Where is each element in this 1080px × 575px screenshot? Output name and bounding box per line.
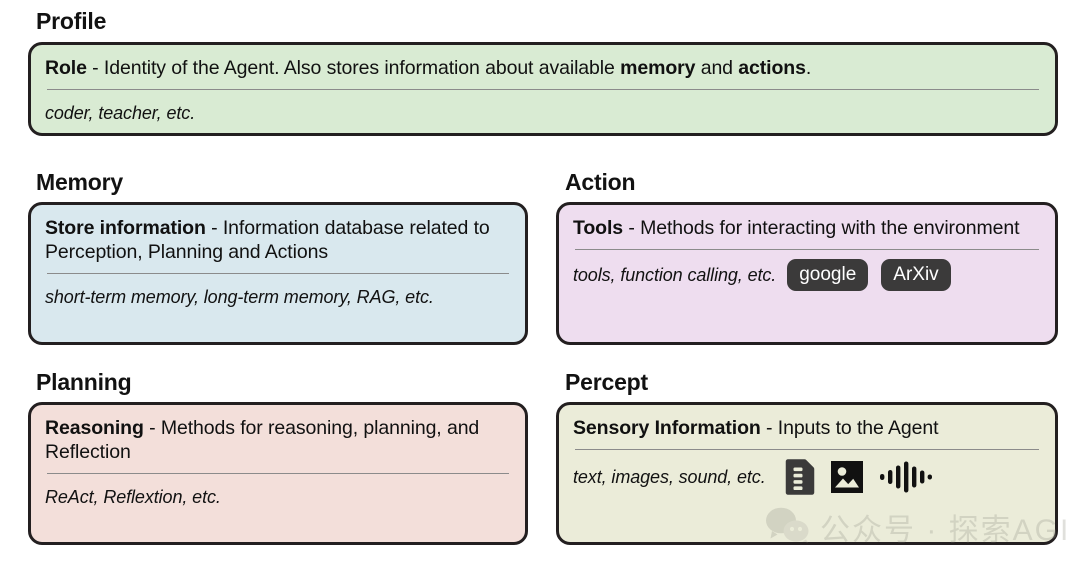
- section-heading-action: Action: [565, 169, 636, 195]
- card-action-footer: tools, function calling, etc. google ArX…: [573, 259, 1041, 292]
- card-memory-divider: [47, 273, 509, 275]
- card-planning-separator: -: [143, 417, 161, 439]
- card-memory: Store information - Information database…: [28, 202, 528, 345]
- card-memory-separator: -: [205, 217, 223, 239]
- card-planning-footer: ReAct, Reflextion, etc.: [45, 483, 511, 511]
- card-planning-text: Methods for reasoning, planning, and Ref…: [45, 417, 480, 464]
- section-heading-percept: Percept: [565, 369, 648, 395]
- card-memory-description: Store information - Information database…: [45, 216, 511, 264]
- card-profile-text-1: Identity of the Agent. Also stores infor…: [103, 57, 621, 79]
- card-percept-separator: -: [760, 417, 778, 439]
- card-memory-examples: short-term memory, long-term memory, RAG…: [45, 286, 434, 307]
- card-planning-term: Reasoning: [45, 417, 144, 439]
- card-action-term: Tools: [573, 217, 624, 239]
- percept-icon-row: [785, 459, 933, 495]
- card-action-divider: [575, 249, 1039, 251]
- card-profile-examples: coder, teacher, etc.: [45, 102, 196, 123]
- card-memory-footer: short-term memory, long-term memory, RAG…: [45, 283, 511, 311]
- audio-waveform-icon: [879, 460, 933, 494]
- card-profile-description: Role - Identity of the Agent. Also store…: [45, 56, 1041, 80]
- card-memory-text: Information database related to Percepti…: [45, 217, 490, 264]
- card-percept-text: Inputs to the Agent: [777, 417, 939, 439]
- tool-pill-arxiv[interactable]: ArXiv: [881, 259, 951, 292]
- section-heading-memory: Memory: [36, 169, 123, 195]
- card-profile-text-3: .: [805, 57, 812, 79]
- tool-pill-google[interactable]: google: [787, 259, 869, 292]
- card-action-text: Methods for interacting with the environ…: [640, 217, 1020, 239]
- card-profile-footer: coder, teacher, etc.: [45, 99, 1041, 127]
- card-profile-bold-actions: actions: [738, 57, 806, 79]
- card-action-examples: tools, function calling, etc.: [573, 264, 777, 285]
- card-profile: Role - Identity of the Agent. Also store…: [28, 42, 1058, 136]
- card-percept-term: Sensory Information: [573, 417, 761, 439]
- card-planning-examples: ReAct, Reflextion, etc.: [45, 486, 221, 507]
- card-percept-description: Sensory Information - Inputs to the Agen…: [573, 416, 1041, 440]
- card-action-description: Tools - Methods for interacting with the…: [573, 216, 1041, 240]
- card-percept-divider: [575, 449, 1039, 451]
- card-action: Tools - Methods for interacting with the…: [556, 202, 1058, 345]
- card-profile-bold-memory: memory: [620, 57, 696, 79]
- card-planning-description: Reasoning - Methods for reasoning, plann…: [45, 416, 511, 464]
- card-profile-divider: [47, 89, 1039, 91]
- card-profile-term: Role: [45, 57, 87, 79]
- section-heading-planning: Planning: [36, 369, 132, 395]
- card-memory-term: Store information: [45, 217, 206, 239]
- card-action-separator: -: [623, 217, 641, 239]
- section-heading-profile: Profile: [36, 8, 107, 34]
- card-percept: Sensory Information - Inputs to the Agen…: [556, 402, 1058, 545]
- card-percept-examples: text, images, sound, etc.: [573, 466, 766, 487]
- image-icon: [830, 460, 864, 494]
- card-profile-text-2: and: [695, 57, 739, 79]
- document-text-icon: [785, 459, 815, 495]
- card-percept-footer: text, images, sound, etc.: [573, 459, 1041, 495]
- card-planning: Reasoning - Methods for reasoning, plann…: [28, 402, 528, 545]
- card-profile-separator: -: [86, 57, 104, 79]
- card-planning-divider: [47, 473, 509, 475]
